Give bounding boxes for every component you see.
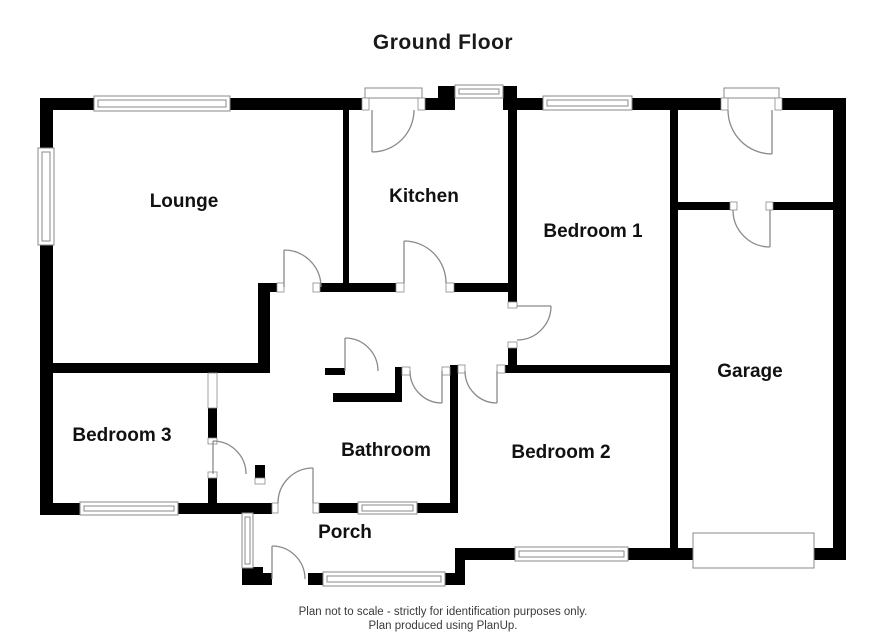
room-label-kitchen: Kitchen xyxy=(389,186,459,207)
door-bathroom xyxy=(409,370,443,404)
window-bedroom1-top xyxy=(542,95,633,111)
door-hall-cupboard xyxy=(344,337,379,372)
room-label-lounge: Lounge xyxy=(150,191,219,212)
side-door-threshold xyxy=(723,87,780,99)
room-label-garage: Garage xyxy=(717,361,782,382)
door-porch-inner xyxy=(277,467,314,504)
door-lounge xyxy=(283,249,322,288)
door-garage-internal xyxy=(732,209,771,248)
window-bathroom-bottom xyxy=(357,501,418,515)
door-kitchen-hall xyxy=(403,240,447,284)
room-label-bedroom3: Bedroom 3 xyxy=(72,425,171,446)
door-front xyxy=(271,545,306,580)
disclaimer-line1: Plan not to scale - strictly for identif… xyxy=(298,606,588,618)
window-bedroom3-bottom xyxy=(79,501,179,516)
window-lounge-top xyxy=(93,95,231,112)
room-label-bedroom1: Bedroom 1 xyxy=(543,221,643,242)
window-bedroom2-bottom xyxy=(514,546,629,562)
room-label-bedroom2: Bedroom 2 xyxy=(511,442,610,463)
window-porch-bottom xyxy=(322,571,446,587)
door-side-entrance xyxy=(727,109,773,155)
door-bedroom2 xyxy=(464,370,498,404)
door-jambs xyxy=(207,97,783,514)
plan-title: Ground Floor xyxy=(372,31,514,54)
room-label-bathroom: Bathroom xyxy=(341,440,431,461)
window-porch-left xyxy=(241,512,254,569)
door-kitchen-back xyxy=(371,109,415,153)
doors xyxy=(212,109,773,580)
garage-door xyxy=(692,532,815,569)
room-label-porch: Porch xyxy=(318,522,372,543)
door-bedroom1 xyxy=(516,305,552,341)
walls xyxy=(40,86,846,585)
windows xyxy=(37,84,633,587)
room-labels: Lounge Kitchen Bedroom 1 Garage Bedroom … xyxy=(72,186,782,543)
bedroom3-sliding-panel xyxy=(207,372,218,409)
window-lounge-left xyxy=(37,147,55,246)
kitchen-back-door-threshold xyxy=(364,87,423,99)
disclaimer-line2: Plan produced using PlanUp. xyxy=(368,619,518,632)
door-thresholds xyxy=(364,87,780,99)
plan-disclaimer: Plan not to scale - strictly for identif… xyxy=(0,606,886,633)
window-kitchen-top xyxy=(454,84,504,99)
door-bedroom3 xyxy=(212,440,247,475)
